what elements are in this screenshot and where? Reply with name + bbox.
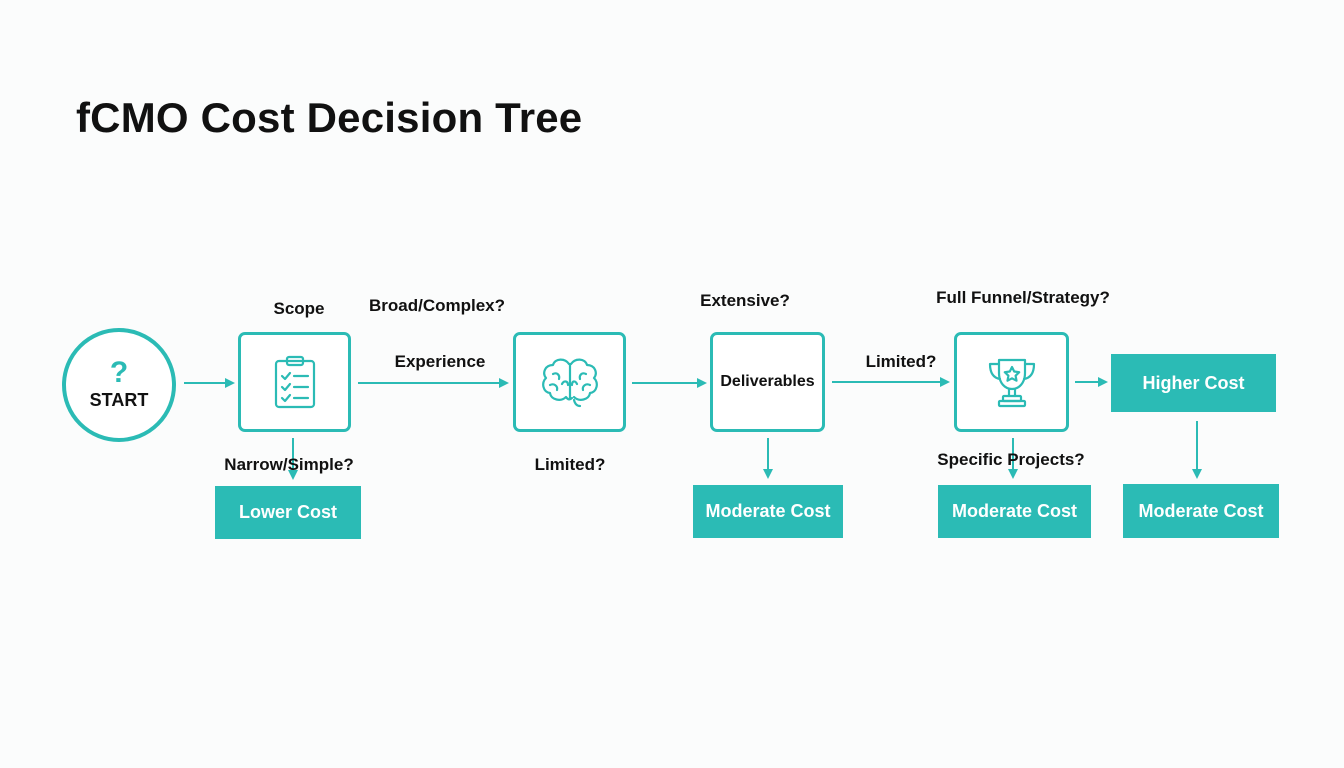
clipboard-checklist-icon xyxy=(274,355,315,409)
edge-label-full-funnel: Full Funnel/Strategy? xyxy=(936,288,1110,307)
trophy-icon xyxy=(988,358,1035,408)
outcome-moderate-cost-experience: Moderate Cost xyxy=(693,485,843,538)
start-node: ? START xyxy=(62,328,176,442)
question-mark-icon: ? xyxy=(109,355,129,389)
brain-icon xyxy=(541,358,598,408)
edge-label-extensive: Extensive? xyxy=(700,291,790,310)
strategy-node xyxy=(954,332,1069,432)
deliverables-node: Deliverables xyxy=(710,332,825,432)
edge-label-specific-projects: Specific Projects? xyxy=(937,450,1085,469)
edge-label-limited-experience: Limited? xyxy=(534,455,606,474)
experience-node xyxy=(513,332,626,432)
outcome-higher-cost: Higher Cost xyxy=(1111,354,1276,412)
edge-label-limited-deliverables: Limited? xyxy=(865,352,937,371)
deliverables-label: Deliverables xyxy=(720,373,815,390)
scope-node xyxy=(238,332,351,432)
outcome-lower-cost: Lower Cost xyxy=(215,486,361,539)
edge-label-broad-complex: Broad/Complex? xyxy=(368,296,506,315)
edge-label-narrow-simple: Narrow/Simple? xyxy=(224,455,354,474)
experience-label: Experience xyxy=(394,352,486,371)
page-title: fCMO Cost Decision Tree xyxy=(76,94,583,141)
outcome-moderate-cost-final: Moderate Cost xyxy=(1123,484,1279,538)
scope-label: Scope xyxy=(273,299,325,318)
start-label: START xyxy=(89,389,149,410)
outcome-moderate-cost-projects: Moderate Cost xyxy=(938,485,1091,538)
